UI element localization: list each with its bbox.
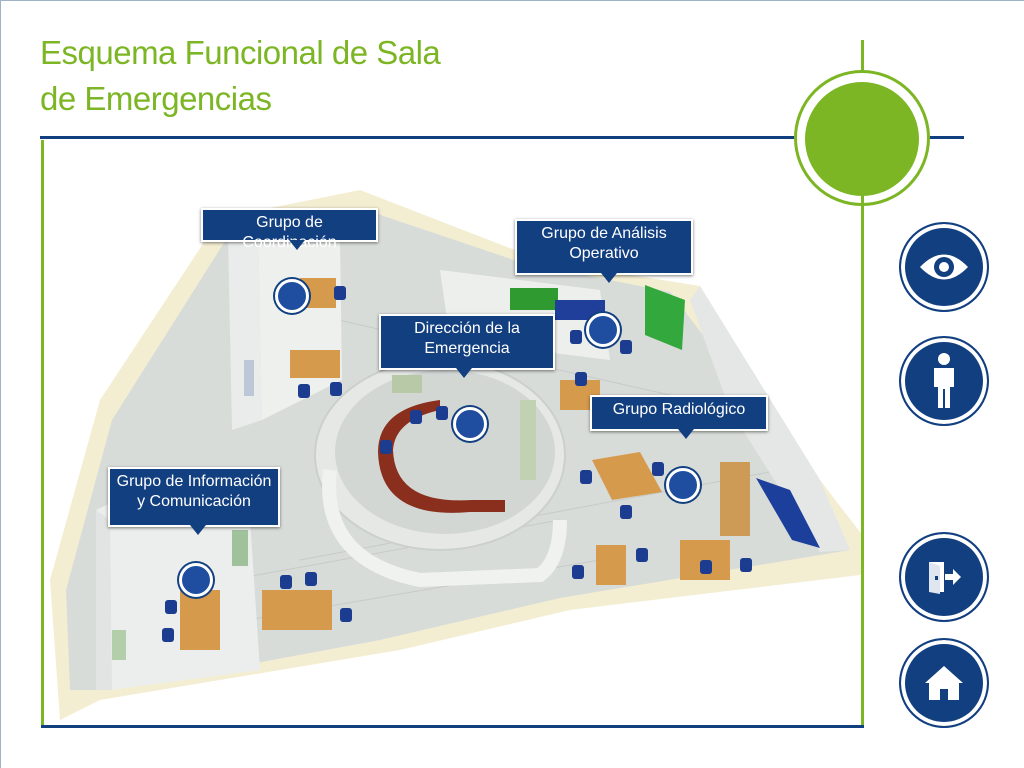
pin-analisis[interactable] — [586, 313, 620, 347]
person-icon — [934, 353, 954, 408]
callout-coordinacion[interactable]: Grupo de Coordinación — [201, 208, 378, 251]
decor-vertical-line — [861, 190, 864, 728]
person-button[interactable] — [899, 336, 989, 426]
map-left-border — [41, 140, 44, 728]
pin-informacion[interactable] — [179, 563, 213, 597]
window-green — [510, 288, 558, 310]
pin-coordinacion[interactable] — [275, 279, 309, 313]
chairs — [162, 286, 752, 642]
posters — [112, 360, 536, 660]
callout-direccion[interactable]: Dirección de la Emergencia — [379, 314, 555, 378]
floor-plan-drawing — [50, 190, 861, 720]
pin-radiologico[interactable] — [666, 468, 700, 502]
callout-informacion[interactable]: Grupo de Información y Comunicación — [108, 467, 280, 535]
home-icon — [925, 666, 963, 700]
wall-information-side — [96, 510, 112, 690]
frame-top-line — [0, 0, 1024, 1]
wall-right — [690, 286, 850, 552]
panel-green-right — [645, 285, 685, 350]
header-rule — [40, 136, 964, 139]
direction-room-floor — [335, 370, 555, 534]
eye-icon — [920, 254, 968, 280]
callout-analisis[interactable]: Grupo de Análisis Operativo — [515, 219, 693, 283]
frame-left-line — [0, 0, 1, 768]
decor-circle-dot — [805, 82, 919, 196]
exit-button[interactable] — [899, 532, 989, 622]
cabinet-right — [720, 462, 750, 536]
pin-direccion[interactable] — [453, 407, 487, 441]
exit-icon — [929, 562, 961, 594]
curved-desk — [378, 400, 505, 513]
panel-blue-right — [756, 478, 820, 548]
view-button[interactable] — [899, 222, 989, 312]
page-title: Esquema Funcional de Sala de Emergencias — [40, 34, 441, 117]
callout-radiologico[interactable]: Grupo Radiológico — [590, 395, 768, 439]
floor-plan-illustration — [44, 140, 861, 725]
wall-coordination — [228, 222, 262, 430]
home-button[interactable] — [899, 638, 989, 728]
direction-room-wall — [322, 469, 567, 588]
map-bottom-border — [41, 725, 864, 728]
